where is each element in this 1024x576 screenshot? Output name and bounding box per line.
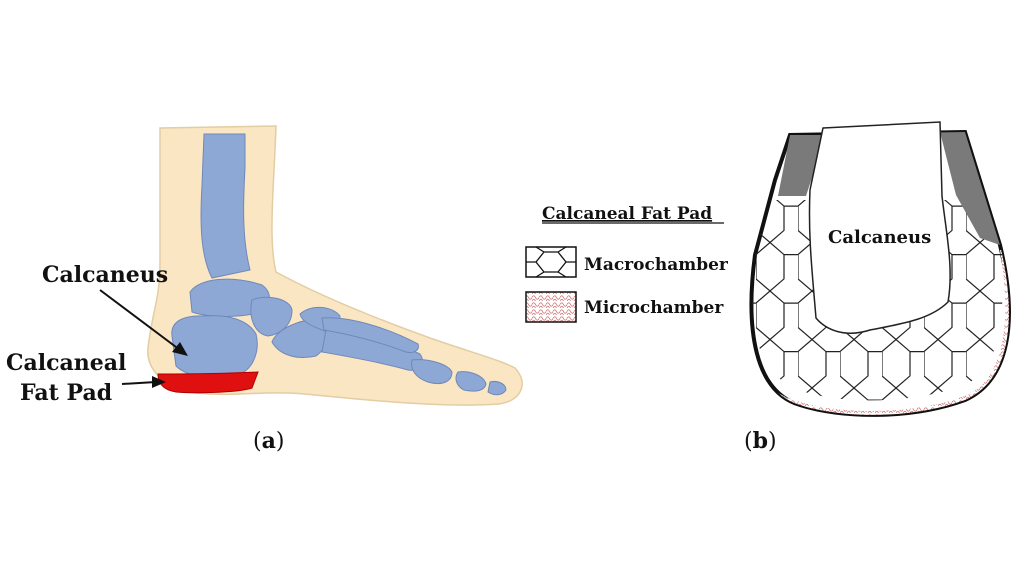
phalanx-bone: [411, 359, 453, 385]
navicular-bone: [250, 296, 293, 337]
caption-b-letter: b: [753, 428, 768, 454]
microchamber-swatch: [525, 291, 577, 323]
legend: Calcaneal Fat Pad Macrochamber Microcham…: [525, 204, 729, 323]
calcaneus-block: [808, 121, 951, 334]
calcaneus-arrow: [99, 289, 188, 356]
calcaneus-bone: [171, 315, 258, 378]
fat-pad-region: [157, 371, 259, 394]
calcaneus-label: Calcaneus: [42, 262, 168, 288]
caption-b-open: (: [744, 429, 753, 454]
fat-pad-label-line2: Fat Pad: [20, 380, 112, 406]
legend-title: Calcaneal Fat Pad: [542, 204, 712, 224]
macrochamber-label: Macrochamber: [584, 255, 729, 275]
phalanx-bone: [455, 371, 487, 392]
caption-a-close: ): [276, 429, 285, 454]
heel-wall-left: [778, 135, 826, 196]
caption-a: (a): [253, 428, 284, 454]
tibia-bone: [200, 133, 251, 279]
microchamber-label: Microchamber: [584, 298, 724, 318]
metatarsal-bone: [321, 317, 419, 353]
calcaneus-label-b: Calcaneus: [828, 227, 931, 248]
fat-pad-arrow: [121, 376, 166, 388]
caption-b: (b): [744, 428, 777, 454]
phalanx-bone: [487, 381, 507, 396]
caption-a-open: (: [253, 429, 262, 454]
fat-pad-label-line1: Calcaneal: [6, 350, 126, 376]
heel-wall-right: [940, 132, 1000, 245]
panel-b: Calcaneus (b): [744, 121, 1011, 454]
panel-a: Calcaneus Calcaneal Fat Pad (a): [6, 125, 523, 454]
caption-a-letter: a: [262, 428, 276, 454]
caption-b-close: ): [768, 429, 777, 454]
macrochamber-swatch-hex: [526, 246, 576, 278]
